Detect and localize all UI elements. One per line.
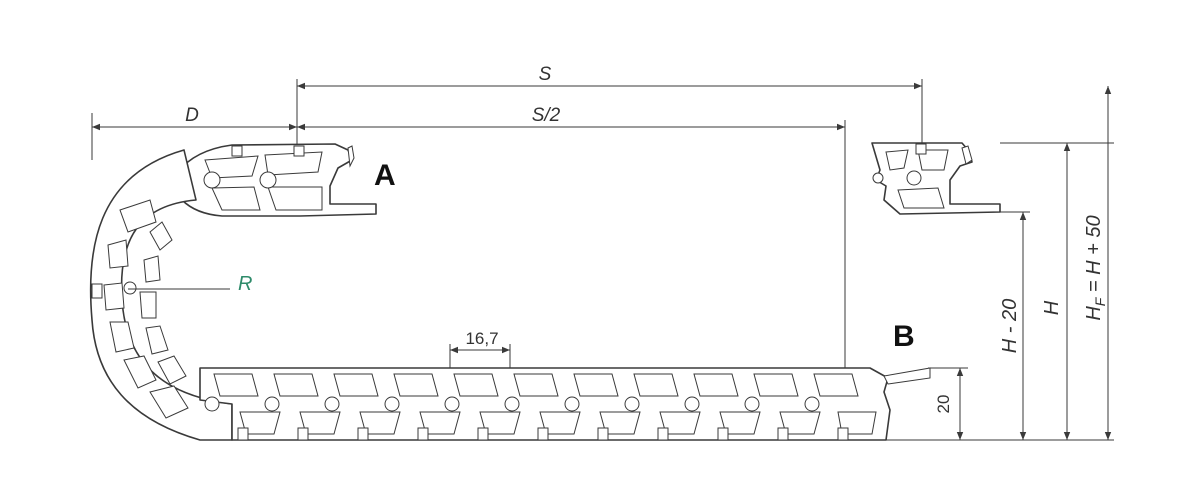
- lower-run-chain: [199, 367, 931, 441]
- label-height-20: 20: [934, 395, 953, 414]
- lower-run-pivot-pins: [204, 396, 820, 412]
- label-d: D: [185, 105, 199, 126]
- end-piece-pin: [872, 172, 884, 184]
- label-radius: R: [238, 273, 252, 295]
- label-h: H: [1041, 300, 1063, 315]
- end-piece-pin: [906, 170, 922, 186]
- label-hf: HF = H + 50: [1083, 215, 1108, 320]
- bend-center-pin: [123, 281, 137, 295]
- bend-inner-cells: [139, 221, 187, 385]
- bend-chain: [89, 149, 233, 441]
- lower-run-cells: [213, 373, 877, 435]
- end-piece-tab: [915, 143, 927, 155]
- pivot-pin: [259, 171, 277, 189]
- end-piece-clip: [961, 145, 973, 165]
- mounting-bracket-b: [883, 367, 931, 385]
- bend-link-cells: [103, 199, 189, 419]
- label-s-half: S/2: [532, 105, 561, 126]
- lower-run-tabs: [237, 427, 849, 441]
- upper-link-cells-bottom: [211, 186, 323, 211]
- bend-tab: [91, 283, 103, 299]
- labels: S D S/2 A B R 16,7 20 H - 20 H HF = H + …: [185, 64, 1108, 413]
- link-tab: [231, 145, 243, 157]
- link-tab: [293, 145, 305, 157]
- label-pitch: 16,7: [465, 329, 498, 348]
- end-mounting-piece: [871, 142, 1001, 215]
- dimension-lines: [91, 79, 1114, 441]
- end-piece-cells-bottom: [897, 187, 945, 209]
- pivot-pin: [203, 171, 221, 189]
- label-a: A: [374, 159, 396, 192]
- label-hf-sub: F: [1092, 296, 1108, 306]
- end-piece-cells-top: [885, 149, 949, 171]
- label-s: S: [539, 64, 552, 85]
- label-b: B: [893, 320, 915, 353]
- upper-run-chain: [177, 143, 377, 217]
- mounting-clip-a: [347, 145, 355, 168]
- label-hf-prefix: H: [1083, 306, 1105, 321]
- label-h-minus-20: H - 20: [999, 299, 1021, 353]
- label-hf-suffix: = H + 50: [1083, 215, 1105, 297]
